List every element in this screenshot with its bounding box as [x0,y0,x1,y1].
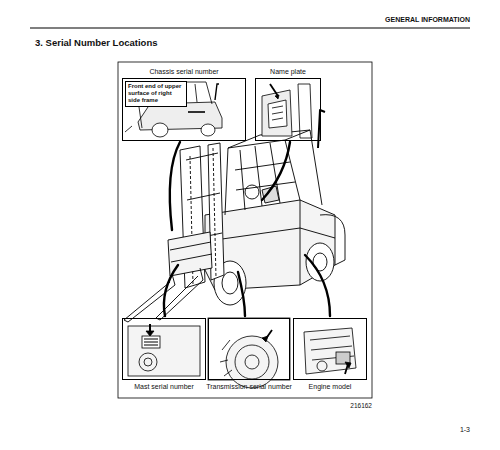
chassis-inset-drawing [188,111,205,113]
inset-caption: Name plate [270,68,306,75]
figure-frame [118,62,372,398]
chassis-inset-drawing [125,82,222,137]
name-plate-drawing [270,84,278,96]
header-rule [30,28,470,29]
figure-frame [118,62,372,398]
transmission-drawing [220,340,232,376]
forklift-drawing [310,130,322,205]
chassis-inset-drawing [152,123,168,137]
inset-box: Transmission serial number [208,318,290,380]
mast-plate-drawing [128,324,200,376]
inset-caption: Transmission serial number [206,383,292,390]
mast-plate-drawing [146,331,154,336]
chassis-inset-drawing [215,84,219,100]
leader-line [238,272,245,316]
engine-drawing [304,328,356,374]
engine-drawing [304,328,356,374]
forklift-drawing [240,143,280,210]
engine-drawing [345,362,351,368]
mast-plate-drawing [144,339,158,345]
inset-box: Name plate [255,78,321,141]
transmission-drawing [262,336,268,342]
running-header: GENERAL INFORMATION [385,16,470,23]
forklift-drawing [124,274,175,322]
name-plate-drawing [275,95,279,99]
page-number: 1-3 [460,426,470,433]
forklift-drawing [235,162,295,190]
forklift-drawing [215,228,335,240]
transmission-drawing [226,336,278,388]
chassis-inset-drawing [201,124,215,136]
forklift-drawing [300,200,301,285]
figure-number: 216162 [350,402,372,409]
transmission-drawing [235,345,269,379]
name-plate-drawing [268,100,287,128]
inset-caption: Mast serial number [134,383,194,390]
leader-line [164,142,330,316]
name-plate-drawing [298,84,312,138]
inset-box: Chassis serial numberFront end of upper … [122,78,246,141]
leader-line [262,142,290,200]
inset-box: Mast serial number [122,318,206,380]
forklift-drawing [124,110,345,322]
transmission-drawing [245,355,259,369]
callout-text: Front end of upper surface of right side… [128,83,184,104]
callout-box: Front end of upper surface of right side… [125,81,187,107]
transmission-drawing [208,318,290,388]
section-title: 3. Serial Number Locations [35,37,157,48]
mast-plate-drawing [144,358,152,366]
inset-caption: Engine model [309,383,352,390]
name-plate-drawing [262,90,292,136]
engine-drawing [317,361,327,371]
forklift-drawing [170,242,212,262]
forklift-drawing [318,110,325,148]
mast-plate-drawing [139,353,157,371]
leader-line [170,142,180,230]
mast-plate-drawing [142,336,160,348]
mast-plate-drawing [128,326,200,376]
inset-caption: Chassis serial number [149,68,218,75]
name-plate-drawing [272,106,283,120]
forklift-drawing [156,268,203,320]
forklift-drawing [225,140,300,215]
header-rule [30,27,470,28]
leader-line [305,255,330,316]
forklift-drawing [245,185,259,199]
forklift-drawing [222,272,238,294]
inset-box: Engine model [293,318,367,380]
leader-line [164,265,178,316]
name-plate-drawing [262,84,312,138]
